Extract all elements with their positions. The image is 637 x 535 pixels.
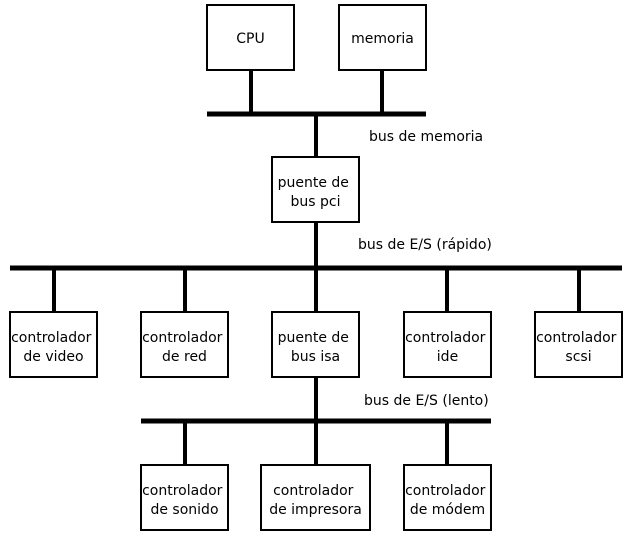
node-controlador-video: controlador de video [9, 311, 98, 378]
node-controlador-red: controlador de red [140, 311, 229, 378]
node-controlador-sonido: controlador de sonido [140, 464, 229, 531]
node-memoria: memoria [338, 4, 427, 71]
node-controlador-ide-label: controlador ide [405, 330, 490, 365]
node-memoria-label: memoria [351, 31, 414, 47]
node-controlador-ide: controlador ide [403, 311, 492, 378]
node-controlador-sonido-label: controlador de sonido [142, 483, 227, 518]
node-puente-isa: puente de bus isa [271, 311, 360, 378]
node-controlador-modem-label: controlador de módem [405, 483, 490, 518]
node-cpu-label: CPU [236, 31, 264, 47]
node-controlador-impresora: controlador de impresora [260, 464, 371, 531]
node-puente-pci: puente de bus pci [271, 156, 360, 223]
node-puente-pci-label: puente de bus pci [278, 175, 354, 210]
node-controlador-scsi-label: controlador scsi [536, 330, 621, 365]
node-controlador-video-label: controlador de video [11, 330, 96, 365]
node-cpu: CPU [206, 4, 295, 71]
node-controlador-impresora-label: controlador de impresora [269, 483, 362, 518]
node-controlador-red-label: controlador de red [142, 330, 227, 365]
bus-es-lento-label: bus de E/S (lento) [364, 393, 489, 409]
bus-es-rapido-label: bus de E/S (rápido) [358, 237, 492, 253]
bus-memoria-label: bus de memoria [369, 129, 483, 145]
node-controlador-scsi: controlador scsi [534, 311, 623, 378]
node-controlador-modem: controlador de módem [403, 464, 492, 531]
node-puente-isa-label: puente de bus isa [278, 330, 354, 365]
